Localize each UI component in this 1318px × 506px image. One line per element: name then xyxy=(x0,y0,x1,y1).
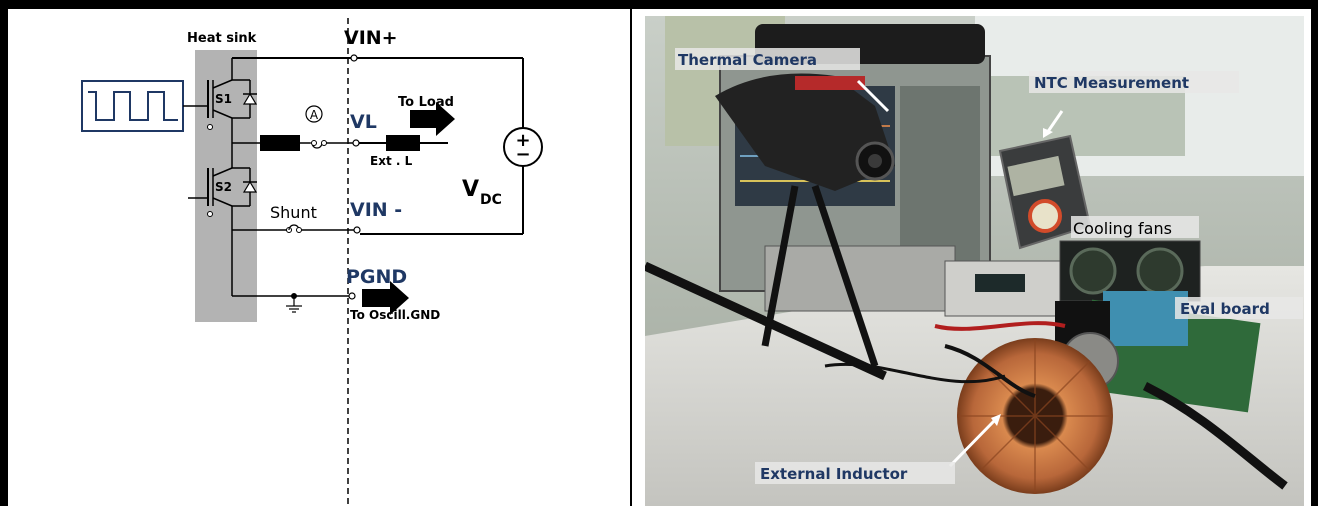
external-inductor-label: External Inductor xyxy=(760,465,908,483)
vl-label: VL xyxy=(350,111,377,133)
cooling-fans-label-bg xyxy=(1071,216,1199,238)
ammeter-label: A xyxy=(310,108,319,122)
source-minus-sign: − xyxy=(515,144,530,165)
external-inductor-label-bg xyxy=(755,462,955,484)
clamp-probe xyxy=(1142,381,1288,490)
vin-plus-terminal xyxy=(350,54,358,62)
switch-s2 xyxy=(188,143,258,296)
lab-setup-photo: Thermal Camera NTC Measurement Cooling f… xyxy=(645,16,1304,506)
ntc-arrow xyxy=(1045,110,1064,134)
s1-label: S1 xyxy=(215,92,232,106)
pgnd-terminal xyxy=(348,292,356,300)
shunt-label: Shunt xyxy=(270,203,317,222)
to-load-arrow xyxy=(410,102,455,136)
pgnd-label: PGND xyxy=(346,266,407,288)
red-test-lead xyxy=(934,321,1066,331)
source-plus-sign: + xyxy=(515,130,530,151)
external-inductor-symbol xyxy=(386,135,420,151)
s2-label: S2 xyxy=(215,180,232,194)
ntc-measurement-label: NTC Measurement xyxy=(1034,74,1189,92)
to-oscill-arrow xyxy=(362,281,409,315)
heat-sink-label: Heat sink xyxy=(187,31,257,46)
eval-board-relays xyxy=(1103,291,1188,346)
ext-l-label: Ext . L xyxy=(370,154,413,168)
tripod-leg-right xyxy=(811,184,879,368)
eval-board-label: Eval board xyxy=(1180,300,1270,318)
vin-minus-terminal xyxy=(353,226,361,234)
vdc-subscript: DC xyxy=(480,192,502,208)
frame-left-border xyxy=(0,0,8,506)
ntc-multimeter xyxy=(998,134,1092,250)
frame-right-border xyxy=(1311,0,1318,506)
to-oscill-label: To Oscill.GND xyxy=(350,308,440,322)
black-test-lead xyxy=(944,344,1036,398)
frame-top-border xyxy=(0,0,1318,9)
vin-minus-label: VIN - xyxy=(350,199,402,221)
inductor-arrow xyxy=(948,418,997,468)
oscilloscope-controls xyxy=(900,86,980,266)
ammeter-symbol xyxy=(305,105,323,123)
thermal-camera-label: Thermal Camera xyxy=(678,51,817,69)
power-supply-left xyxy=(764,245,956,312)
frame-divider xyxy=(630,0,632,506)
ntc-label-bg xyxy=(1029,71,1239,93)
thermal-camera-arrow xyxy=(856,79,890,113)
eval-board-label-bg xyxy=(1175,297,1303,319)
heat-sink-block xyxy=(195,50,257,322)
vdc-label: V xyxy=(462,177,479,202)
thermal-camera-device xyxy=(715,73,895,191)
thermal-camera-label-bg xyxy=(675,48,860,70)
switch-s1 xyxy=(207,58,258,143)
pulse-generator xyxy=(81,80,184,132)
cooling-fans-label: Cooling fans xyxy=(1073,219,1172,238)
vin-plus-label: VIN+ xyxy=(344,27,398,49)
to-load-label: To Load xyxy=(398,95,454,110)
circuit-schematic: Heat sink S1 S2 xyxy=(81,18,543,506)
internal-inductor xyxy=(260,135,300,151)
articulated-arm xyxy=(645,261,887,381)
vl-terminal xyxy=(352,139,360,147)
